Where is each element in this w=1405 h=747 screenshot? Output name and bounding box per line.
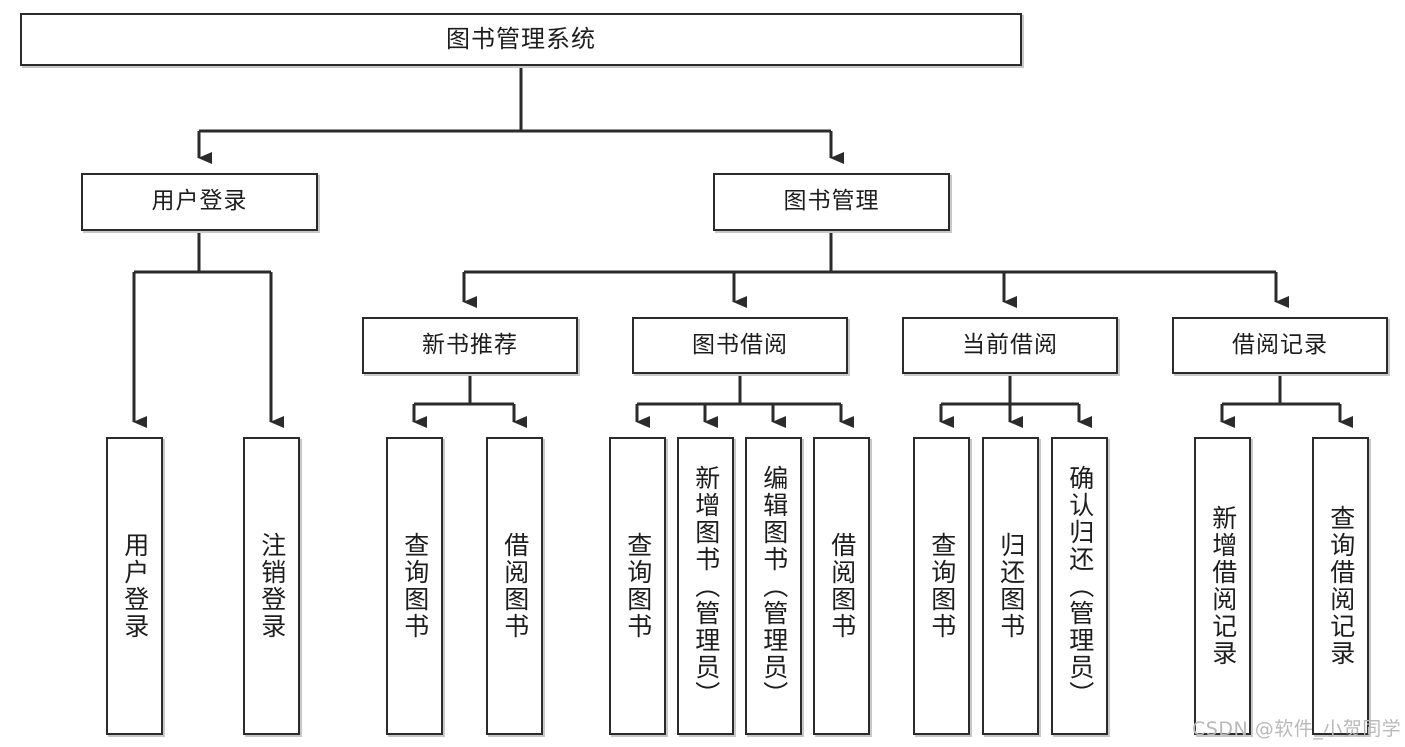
leaf-borrow-book[interactable]: 借阅图书 [813, 437, 870, 735]
node-label: 新增图书（管理员） [691, 464, 721, 708]
leaf-edit-book-admin[interactable]: 编辑图书（管理员） [745, 437, 802, 735]
node-label: 图书借阅 [692, 331, 788, 358]
leaf-logout[interactable]: 注销登录 [243, 437, 300, 735]
node-label: 用户登录 [120, 532, 150, 640]
node-root-system[interactable]: 图书管理系统 [20, 13, 1022, 66]
node-label: 查询图书 [400, 532, 430, 640]
node-label: 借阅图书 [500, 532, 530, 640]
node-label: 图书管理系统 [446, 25, 596, 54]
leaf-query-book-borrow[interactable]: 查询图书 [609, 437, 666, 735]
leaf-add-book-admin[interactable]: 新增图书（管理员） [677, 437, 734, 735]
leaf-return-book[interactable]: 归还图书 [982, 437, 1039, 735]
node-borrow-record[interactable]: 借阅记录 [1172, 317, 1388, 374]
node-label: 新书推荐 [422, 331, 518, 358]
node-label: 确认归还（管理员） [1065, 464, 1095, 708]
node-user-login[interactable]: 用户登录 [81, 173, 318, 231]
node-label: 借阅记录 [1232, 331, 1328, 358]
leaf-query-borrow-record[interactable]: 查询借阅记录 [1312, 437, 1369, 735]
node-label: 当前借阅 [962, 331, 1058, 358]
node-label: 新增借阅记录 [1208, 505, 1238, 667]
node-current-borrow[interactable]: 当前借阅 [902, 317, 1118, 374]
node-book-borrow[interactable]: 图书借阅 [632, 317, 848, 374]
leaf-query-book-current[interactable]: 查询图书 [913, 437, 970, 735]
leaf-add-borrow-record[interactable]: 新增借阅记录 [1194, 437, 1251, 735]
node-label: 查询图书 [623, 532, 653, 640]
node-label: 借阅图书 [827, 532, 857, 640]
node-book-management[interactable]: 图书管理 [713, 173, 950, 231]
node-label: 编辑图书（管理员） [759, 464, 789, 708]
leaf-confirm-return-admin[interactable]: 确认归还（管理员） [1051, 437, 1108, 735]
node-label: 用户登录 [151, 188, 248, 215]
node-new-book-recommend[interactable]: 新书推荐 [362, 317, 578, 374]
node-label: 查询借阅记录 [1326, 505, 1356, 667]
node-label: 注销登录 [257, 532, 287, 640]
node-label: 图书管理 [783, 188, 880, 215]
leaf-query-book-newbook[interactable]: 查询图书 [386, 437, 443, 735]
leaf-user-login[interactable]: 用户登录 [106, 437, 163, 735]
leaf-borrow-book-newbook[interactable]: 借阅图书 [486, 437, 543, 735]
node-label: 归还图书 [996, 532, 1026, 640]
node-label: 查询图书 [927, 532, 957, 640]
